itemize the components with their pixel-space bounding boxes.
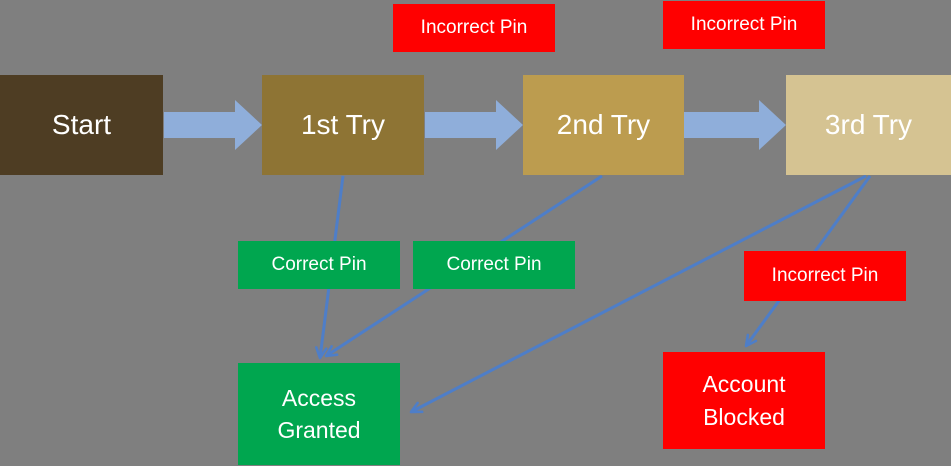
node-access-granted-line1: Access xyxy=(281,384,357,411)
node-second-try-text: 2nd Try xyxy=(556,109,651,141)
node-first-try: 1st Try xyxy=(262,75,424,175)
arrow-start-to-try1-icon xyxy=(164,100,262,150)
node-third-try: 3rd Try xyxy=(786,75,951,175)
node-second-try: 2nd Try xyxy=(523,75,684,175)
label-correct-pin-2-text: Correct Pin xyxy=(446,253,542,275)
node-account-blocked-line2: Blocked xyxy=(703,403,785,430)
connector-try3-to-access-granted xyxy=(409,174,867,414)
node-account-blocked-line1: Account xyxy=(702,371,786,398)
node-account-blocked: Account Blocked xyxy=(663,352,825,449)
label-incorrect-pin-2-text: Incorrect Pin xyxy=(690,13,798,35)
label-incorrect-pin-2: Incorrect Pin xyxy=(663,1,825,49)
label-incorrect-pin-1: Incorrect Pin xyxy=(393,4,555,52)
node-third-try-text: 3rd Try xyxy=(824,109,913,141)
label-correct-pin-2: Correct Pin xyxy=(413,241,575,289)
node-access-granted: Access Granted xyxy=(238,363,400,465)
arrow-try1-to-try2-icon xyxy=(425,100,523,150)
label-incorrect-pin-3: Incorrect Pin xyxy=(744,251,906,301)
label-correct-pin-1: Correct Pin xyxy=(238,241,400,289)
node-first-try-text: 1st Try xyxy=(300,109,385,141)
node-access-granted-line2: Granted xyxy=(277,417,361,443)
node-start: Start xyxy=(0,75,163,175)
label-correct-pin-1-text: Correct Pin xyxy=(271,253,367,275)
node-start-text: Start xyxy=(51,109,112,141)
arrow-try2-to-try3-icon xyxy=(684,100,786,150)
label-incorrect-pin-3-text: Incorrect Pin xyxy=(771,264,879,286)
label-incorrect-pin-1-text: Incorrect Pin xyxy=(420,16,528,38)
